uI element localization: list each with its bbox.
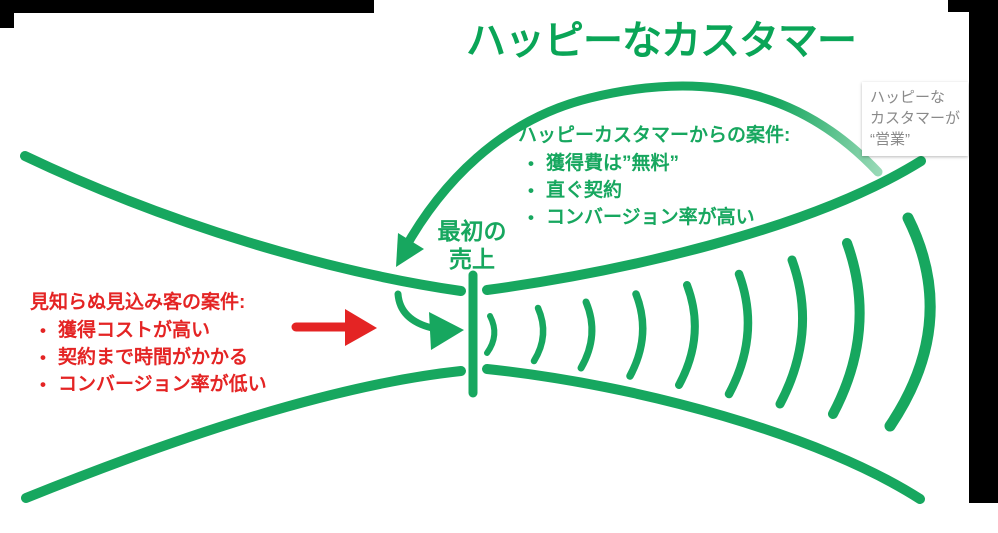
referral-note-line1: ハッピーな xyxy=(870,89,946,106)
title-box: ハッピーなカスタマー xyxy=(374,0,948,66)
stranger-leads-heading: 見知らぬ見込み客の案件: xyxy=(30,292,246,313)
happy-leads-list: •獲得費は”無料” •直ぐ契約 •コンバージョン率が高い xyxy=(518,150,790,231)
bullet-icon: • xyxy=(528,208,534,227)
bullet-icon: • xyxy=(528,181,534,200)
loop-arrow xyxy=(396,81,883,267)
wave-arc xyxy=(724,269,753,399)
list-item: •コンバージョン率が高い xyxy=(528,204,790,231)
wave-arc xyxy=(577,298,596,372)
wave-arc xyxy=(675,281,699,389)
bottleneck-arrow-head-icon xyxy=(429,312,464,350)
wave-arc xyxy=(530,304,547,365)
list-item: •獲得費は”無料” xyxy=(528,150,790,177)
list-item: •獲得コストが高い xyxy=(40,317,267,344)
wave-arcs xyxy=(484,212,936,432)
frame-edge-corner-left xyxy=(0,0,14,28)
bullet-icon: • xyxy=(528,154,534,173)
referral-note-line2: カスタマーが xyxy=(870,110,961,127)
bullet-icon: • xyxy=(40,348,46,367)
list-item: •契約まで時間がかかる xyxy=(40,344,267,371)
wave-arc xyxy=(828,238,865,419)
happy-leads-heading: ハッピーカスタマーからの案件: xyxy=(518,125,791,146)
bullet-icon: • xyxy=(40,321,46,340)
wave-arc xyxy=(626,290,647,380)
first-sale-line2: 売上 xyxy=(449,246,495,272)
referral-note-line3: “営業” xyxy=(870,131,910,148)
stranger-leads-note: 見知らぬ見込み客の案件: •獲得コストが高い •契約まで時間がかかる •コンバー… xyxy=(30,287,267,398)
referral-note: ハッピーな カスタマーが “営業” xyxy=(862,82,968,156)
first-sale-label: 最初の 売上 xyxy=(413,217,531,273)
frame-edge-top-left xyxy=(0,0,375,13)
page-title: ハッピーなカスタマー xyxy=(466,19,857,63)
happy-customer-leads-note: ハッピーカスタマーからの案件: •獲得費は”無料” •直ぐ契約 •コンバージョン… xyxy=(518,120,790,231)
list-item: •コンバージョン率が低い xyxy=(40,371,267,398)
funnel-line-bottom-right xyxy=(482,364,925,504)
loop-arrow-head-icon xyxy=(396,233,424,267)
wave-arc xyxy=(484,313,498,356)
bottleneck-arrow-curve xyxy=(394,290,436,332)
bullet-icon: • xyxy=(40,375,46,394)
wave-arc xyxy=(775,255,808,409)
red-arrow-head xyxy=(345,309,377,346)
frame-edge-top-right xyxy=(944,0,998,12)
frame-edge-right xyxy=(969,12,998,503)
loop-arrow-curve xyxy=(399,81,883,255)
stranger-leads-list: •獲得コストが高い •契約まで時間がかかる •コンバージョン率が低い xyxy=(30,317,267,398)
list-item: •直ぐ契約 xyxy=(528,177,790,204)
first-sale-line1: 最初の xyxy=(437,218,507,244)
red-arrow-icon xyxy=(291,309,377,346)
wave-arc xyxy=(884,212,936,432)
funnel-line-top-right xyxy=(482,156,926,295)
funnel-line-bottom-left xyxy=(21,366,466,503)
bottleneck-arrow xyxy=(394,290,464,350)
funnel-line-top-left xyxy=(20,151,466,296)
